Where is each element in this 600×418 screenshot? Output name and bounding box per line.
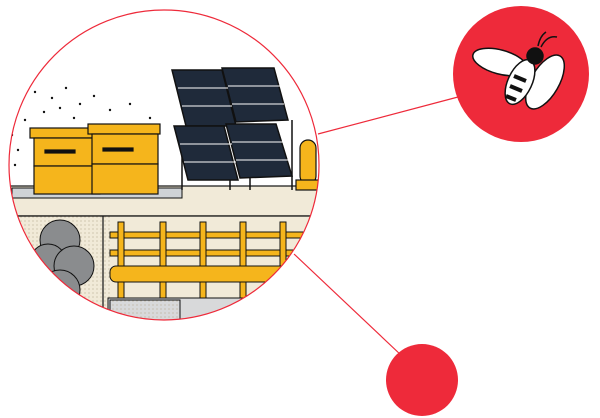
pipework bbox=[107, 221, 319, 320]
connector-line-bee bbox=[317, 96, 459, 135]
zoom-circle-outline bbox=[8, 9, 320, 321]
rooftop-scene bbox=[9, 10, 319, 320]
beehive-icon bbox=[29, 123, 161, 195]
bee-badge[interactable] bbox=[453, 6, 589, 142]
solar-panel-icon bbox=[171, 67, 294, 190]
pipe-icon bbox=[295, 139, 319, 191]
connector-line-dot bbox=[293, 253, 403, 357]
marker-dot[interactable] bbox=[386, 344, 458, 416]
bee-icon bbox=[472, 31, 566, 110]
